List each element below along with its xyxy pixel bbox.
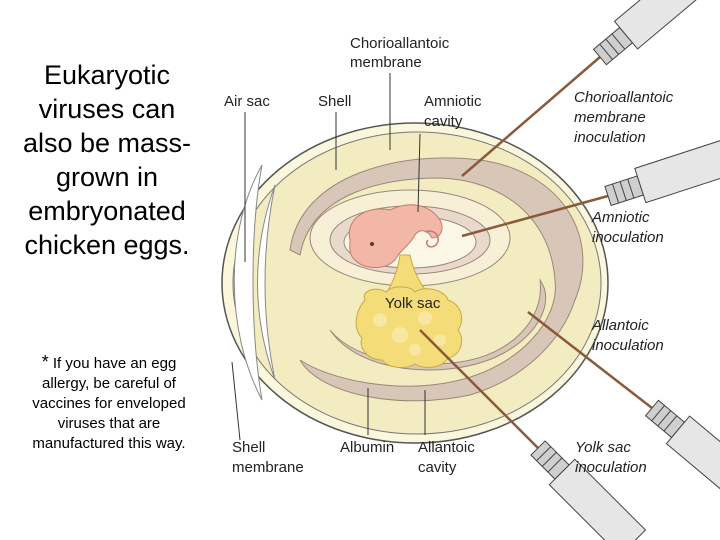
air-sac-region	[233, 164, 263, 401]
note-line: vaccines for enveloped	[32, 395, 186, 412]
yolk-texture	[373, 313, 387, 327]
main-text-line: grown in	[55, 162, 159, 192]
label-shell: Shell	[318, 93, 351, 110]
label-allantoic-cavity: Allantoic cavity	[418, 439, 479, 476]
syringe-amniotic	[604, 136, 720, 207]
label-air-sac: Air sac	[224, 93, 270, 110]
syringe-yolk-sac	[530, 440, 647, 540]
note-line: * If you have an egg	[8, 352, 210, 374]
embryo-eye	[370, 242, 374, 246]
air-sac	[257, 184, 276, 381]
main-text: Eukaryotic viruses can also be mass- gro…	[2, 58, 212, 262]
yolk-texture	[392, 327, 408, 343]
note-star: *	[41, 352, 49, 372]
label-yolk-sac: Yolk sac	[385, 295, 441, 312]
label-shell-membrane: Shell membrane	[232, 439, 304, 476]
label-chorioallantoic-inoculation: Chorioallantoic membrane inoculation	[574, 89, 677, 146]
needle-yolk-sac	[419, 329, 539, 449]
label-chorioallantoic-membrane: Chorioallantoic membrane	[350, 35, 453, 71]
pointer-line	[417, 133, 421, 213]
main-text-line: viruses can	[38, 94, 176, 124]
syringe-chorioallantoic	[592, 0, 715, 66]
label-amniotic-cavity: Amniotic cavity	[424, 93, 486, 130]
pointer-line	[231, 361, 241, 441]
main-text-line: embryonated	[28, 196, 186, 226]
needle-allantoic	[527, 311, 653, 409]
main-text-line: Eukaryotic	[43, 60, 171, 90]
allergy-note: * If you have an egg allergy, be careful…	[8, 352, 210, 454]
note-line: manufactured this way.	[32, 435, 186, 452]
needle-chorioallantoic	[461, 56, 601, 177]
label-albumin: Albumin	[340, 439, 394, 456]
main-text-line: also be mass-	[22, 128, 192, 158]
yolk-texture	[418, 311, 432, 325]
label-amniotic-inoculation: Amniotic inoculation	[591, 209, 664, 246]
label-yolk-sac-inoculation: Yolk sac inoculation	[575, 439, 647, 476]
yolk-texture	[434, 334, 446, 346]
label-allantoic-inoculation: Allantoic inoculation	[591, 317, 664, 354]
embryo-tail	[424, 230, 439, 248]
yolk-sac	[355, 286, 463, 368]
syringe-allantoic	[644, 399, 720, 509]
yolk-texture	[409, 344, 421, 356]
main-text-line: chicken eggs.	[24, 230, 190, 260]
note-line-text: If you have an egg	[52, 355, 177, 372]
note-line: viruses that are	[57, 415, 161, 432]
needle-amniotic	[461, 194, 609, 238]
note-line: allergy, be careful of	[42, 375, 176, 392]
allantoic-band	[289, 157, 584, 402]
